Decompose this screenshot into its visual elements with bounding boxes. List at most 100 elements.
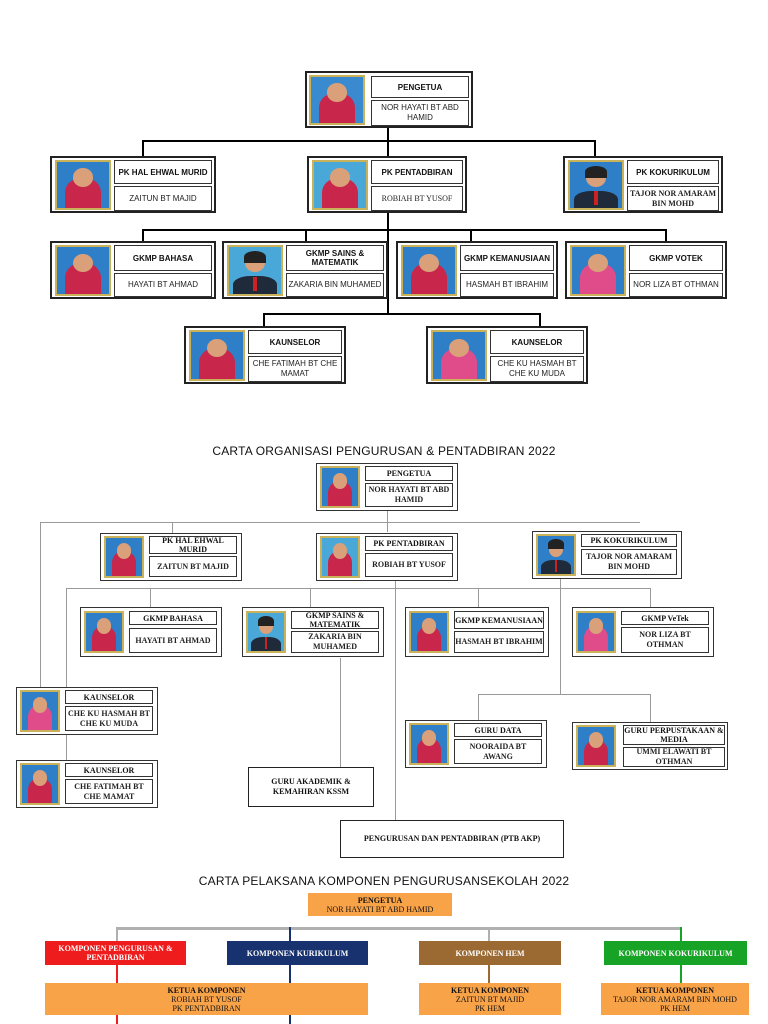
- connector: [305, 229, 307, 242]
- portrait-photo: [246, 611, 286, 653]
- connector: [478, 694, 479, 720]
- node-pk-pentadbiran: PK PENTADBIRAN ROBIAH BT YUSOF: [316, 533, 458, 581]
- connector: [488, 927, 490, 941]
- connector: [310, 588, 311, 608]
- person-name: CHE KU HASMAH BT CHE KU MUDA: [65, 706, 153, 731]
- role-label: PK HAL EHWAL MURID: [114, 160, 212, 184]
- komponen-pengurusan-pentadbiran: KOMPONEN PENGURUSAN & PENTADBIRAN: [45, 941, 186, 965]
- portrait-photo: [84, 611, 124, 653]
- connector: [142, 140, 596, 142]
- person-name: ZAKARIA BIN MUHAMED: [291, 631, 379, 653]
- connector: [594, 140, 596, 157]
- portrait-photo: [189, 330, 245, 381]
- person-name: ROBIAH BT YUSOF: [171, 994, 242, 1004]
- connector: [470, 229, 472, 242]
- node-gkmp-kemanusiaan: GKMP KEMANUSIAAN HASMAH BT IBRAHIM: [405, 607, 549, 657]
- portrait-photo: [312, 160, 368, 210]
- role-label: GKMP SAINS & MATEMATIK: [291, 611, 379, 629]
- role-label: PENGETUA: [357, 895, 403, 905]
- connector: [150, 588, 151, 608]
- node-gkmp-bahasa: GKMP BAHASA HAYATI BT AHMAD: [80, 607, 222, 657]
- connector: [478, 694, 650, 695]
- person-name: ZAITUN BT MAJID: [149, 556, 237, 577]
- node-kaunselor: KAUNSELOR CHE KU HASMAH BT CHE KU MUDA: [426, 326, 588, 384]
- ketua-title: KETUA KOMPONEN: [635, 985, 714, 995]
- person-name: TAJOR NOR AMARAM BIN MOHD: [627, 186, 719, 211]
- portrait-photo: [409, 723, 449, 765]
- connector: [40, 522, 640, 523]
- connector: [142, 229, 144, 242]
- role-label: GKMP SAINS & MATEMATIK: [286, 245, 384, 271]
- person-name: ROBIAH BT YUSOF: [371, 186, 463, 211]
- role-label: PK KOKURIKULUM: [627, 160, 719, 184]
- post-label: PK HEM: [659, 1003, 690, 1013]
- portrait-photo: [20, 690, 60, 732]
- portrait-photo: [20, 763, 60, 805]
- person-name: CHE KU HASMAH BT CHE KU MUDA: [490, 356, 584, 382]
- connector: [263, 313, 541, 315]
- connector: [116, 1015, 118, 1024]
- person-name: CHE FATIMAH BT CHE MAMAT: [65, 779, 153, 804]
- portrait-photo: [431, 330, 487, 381]
- connector: [66, 588, 67, 760]
- person-name: ZAITUN BT MAJID: [114, 186, 212, 211]
- ketua-komponen-kokurikulum: KETUA KOMPONEN TAJOR NOR AMARAM BIN MOHD…: [601, 983, 749, 1015]
- person-name: ROBIAH BT YUSOF: [365, 553, 453, 577]
- node-kaunselor: KAUNSELOR CHE KU HASMAH BT CHE KU MUDA: [16, 687, 158, 735]
- node-pengetua: PENGETUA NOR HAYATI BT ABD HAMID: [305, 71, 473, 128]
- role-label: PK HAL EHWAL MURID: [149, 536, 237, 554]
- connector: [116, 927, 682, 930]
- person-name: TAJOR NOR AMARAM BIN MOHD: [581, 549, 677, 575]
- portrait-photo: [320, 536, 360, 578]
- komponen-kokurikulum: KOMPONEN KOKURIKULUM: [604, 941, 747, 965]
- role-label: PK PENTADBIRAN: [371, 160, 463, 184]
- person-name: NOR HAYATI BT ABD HAMID: [371, 100, 469, 126]
- role-label: KAUNSELOR: [65, 763, 153, 777]
- connector: [665, 229, 667, 242]
- role-label: GURU DATA: [454, 723, 542, 737]
- portrait-photo: [55, 160, 111, 210]
- role-label: GKMP KEMANUSIAAN: [460, 245, 554, 271]
- connector: [263, 313, 265, 327]
- node-pk-kokurikulum: PK KOKURIKULUM TAJOR NOR AMARAM BIN MOHD: [563, 156, 723, 213]
- node-ptb-akp: PENGURUSAN DAN PENTADBIRAN (PTB AKP): [340, 820, 564, 858]
- portrait-photo: [570, 245, 626, 296]
- connector: [650, 694, 651, 722]
- portrait-photo: [309, 75, 365, 125]
- node-kaunselor: KAUNSELOR CHE FATIMAH BT CHE MAMAT: [184, 326, 346, 384]
- node-pk-pentadbiran: PK PENTADBIRAN ROBIAH BT YUSOF: [307, 156, 467, 213]
- node-guru-data: GURU DATA NOORAIDA BT AWANG: [405, 720, 547, 768]
- node-gkmp-sains-matematik: GKMP SAINS & MATEMATIK ZAKARIA BIN MUHAM…: [242, 607, 384, 657]
- person-name: HAYATI BT AHMAD: [114, 273, 212, 297]
- person-name: NOR HAYATI BT ABD HAMID: [326, 904, 434, 914]
- connector: [142, 140, 144, 157]
- node-gkmp-sains-matematik: GKMP SAINS & MATEMATIK ZAKARIA BIN MUHAM…: [222, 241, 388, 299]
- node-gkmp-bahasa: GKMP BAHASA HAYATI BT AHMAD: [50, 241, 216, 299]
- role-label: GURU PERPUSTAKAAN & MEDIA: [623, 725, 725, 745]
- komponen-kurikulum: KOMPONEN KURIKULUM: [227, 941, 368, 965]
- connector: [40, 522, 41, 688]
- role-label: KAUNSELOR: [248, 330, 342, 354]
- portrait-photo: [536, 534, 576, 576]
- post-label: PK PENTADBIRAN: [172, 1003, 241, 1013]
- portrait-photo: [576, 725, 616, 767]
- connector: [116, 927, 118, 941]
- portrait-photo: [320, 466, 360, 508]
- connector: [387, 212, 389, 314]
- connector: [650, 588, 651, 608]
- connector: [387, 510, 388, 522]
- person-name: HASMAH BT IBRAHIM: [460, 273, 554, 297]
- node-kaunselor: KAUNSELOR CHE FATIMAH BT CHE MAMAT: [16, 760, 158, 808]
- person-name: UMMI ELAWATI BT OTHMAN: [623, 747, 725, 767]
- person-name: NOORAIDA BT AWANG: [454, 739, 542, 764]
- connector: [488, 965, 490, 983]
- person-name: NOR HAYATI BT ABD HAMID: [365, 483, 453, 507]
- portrait-photo: [227, 245, 283, 296]
- portrait-photo: [576, 611, 616, 653]
- connector: [116, 965, 118, 983]
- connector: [478, 588, 479, 608]
- role-label: KAUNSELOR: [490, 330, 584, 354]
- node-gkmp-vetek: GKMP VeTek NOR LIZA BT OTHMAN: [572, 607, 714, 657]
- connector: [66, 588, 651, 589]
- connector: [340, 658, 341, 768]
